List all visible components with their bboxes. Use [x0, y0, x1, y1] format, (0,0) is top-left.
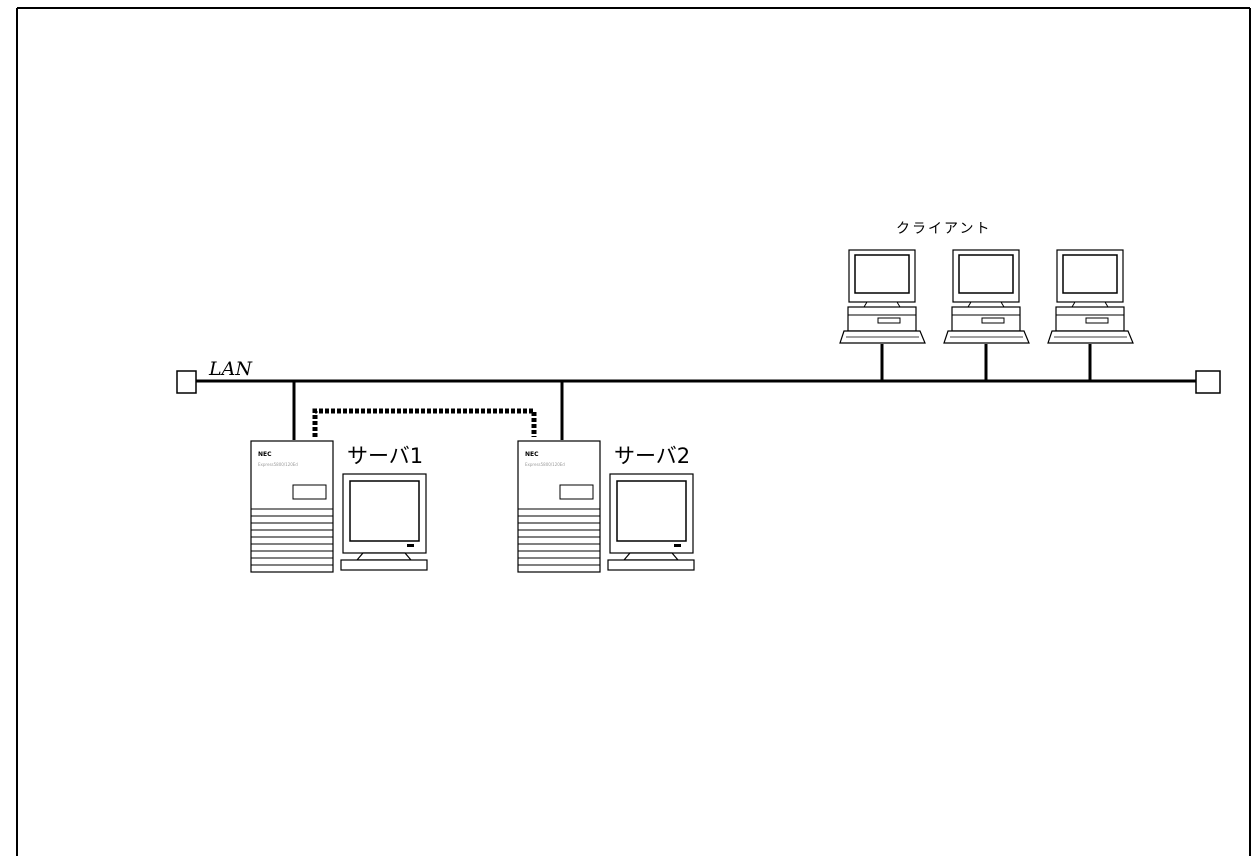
- lan-label: LAN: [208, 358, 253, 380]
- server-brand: NEC: [258, 451, 272, 458]
- server-model: Express5800/120Ed: [525, 462, 565, 467]
- server-label: サーバ1: [347, 444, 423, 468]
- server-tower: NEC Express5800/120Ed: [251, 441, 333, 572]
- clients-label: クライアント: [896, 221, 991, 237]
- lan-bus: LAN: [177, 358, 1220, 393]
- server-tower: NEC Express5800/120Ed: [518, 441, 600, 572]
- lan-terminator-right: [1196, 371, 1220, 393]
- lan-terminator-left: [177, 371, 196, 393]
- client-workstation: [840, 250, 925, 343]
- client-workstation: [1048, 250, 1133, 343]
- server-monitor: [341, 474, 427, 570]
- server-label: サーバ2: [614, 444, 690, 468]
- diagram-border: [17, 8, 1250, 856]
- server-drive-bay: [293, 485, 326, 499]
- client-workstation: [944, 250, 1029, 343]
- server-1: NEC Express5800/120Ed サーバ1: [251, 441, 427, 572]
- server-monitor: [608, 474, 694, 570]
- server-interconnect: [315, 411, 534, 437]
- server-2: NEC Express5800/120Ed サーバ2: [518, 441, 694, 572]
- server-model: Express5800/120Ed: [258, 462, 298, 467]
- server-drive-bay: [560, 485, 593, 499]
- server-brand: NEC: [525, 451, 539, 458]
